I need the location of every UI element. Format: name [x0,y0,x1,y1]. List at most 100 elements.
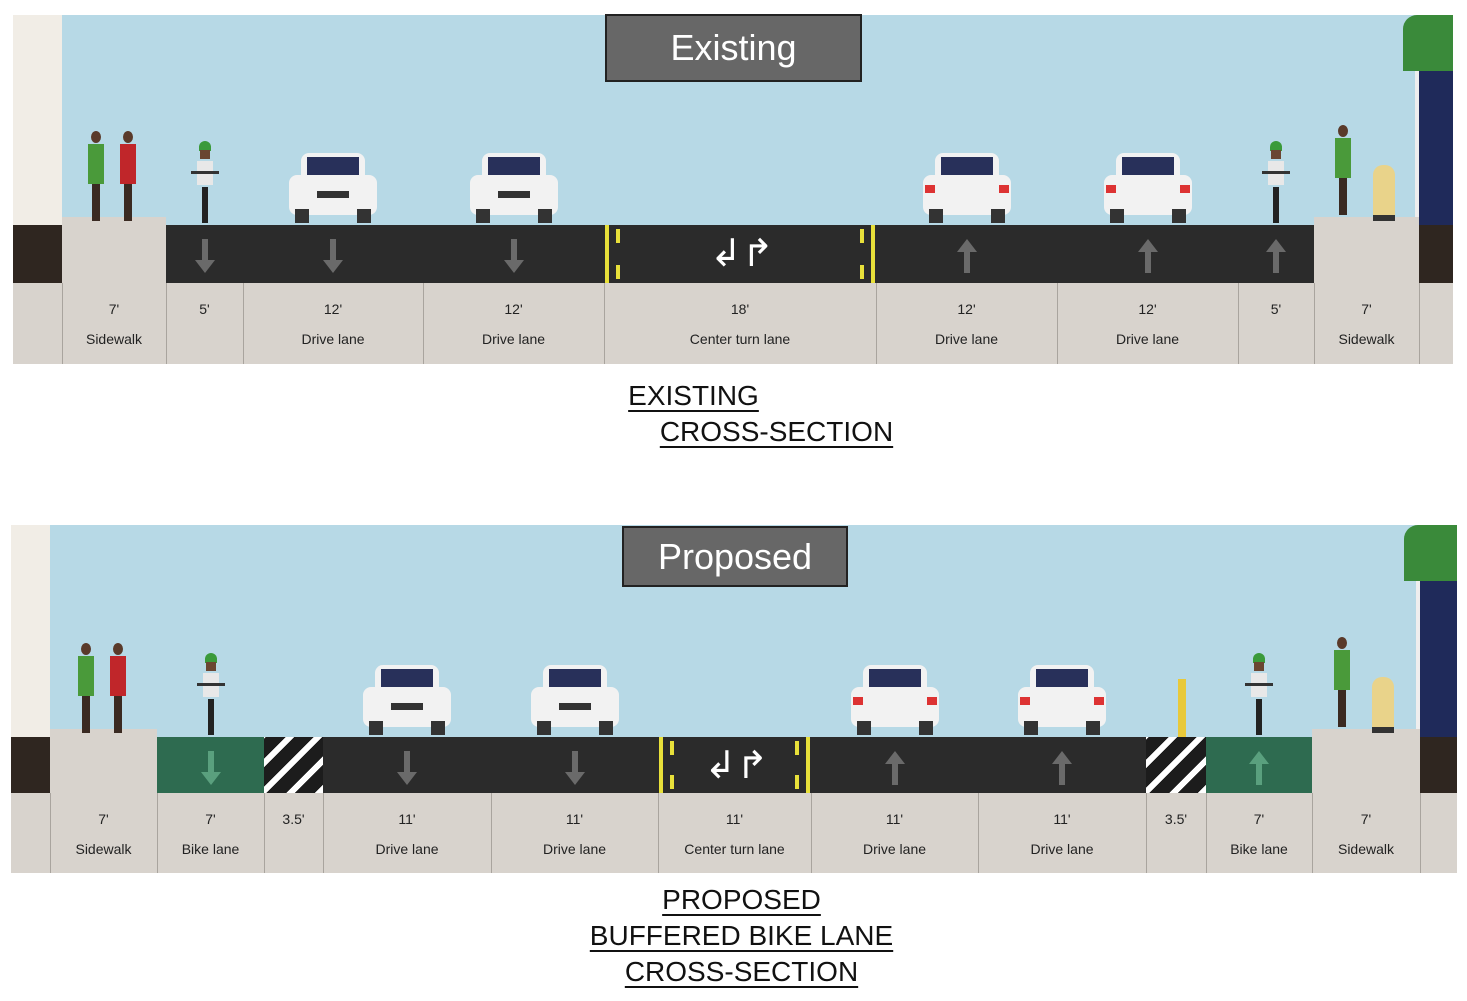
cyclist-icon [1245,653,1273,735]
center-line [871,225,875,283]
handlebar [196,683,225,686]
segment-divider [876,283,877,364]
center-line-dashed [616,265,620,279]
car-rear [922,151,1011,223]
car-wheel [1024,721,1038,735]
building-left [13,15,62,225]
center-line-dashed [616,229,620,243]
arrow-head [200,772,221,785]
segment-bike-up: 5' [1238,15,1314,364]
arrow-head [1137,239,1158,252]
segment-width: 7' [108,301,120,317]
person-head [1337,637,1347,649]
tail-light [1020,697,1030,705]
pedestrian-icon [109,643,126,733]
car-wheel [369,721,383,735]
segment-drive-down: 11'Drive lane [491,525,658,873]
segment-divider [166,283,167,364]
segment-drive-up: 11'Drive lane [978,525,1146,873]
lane-surface [264,737,323,793]
segment-width: 12' [957,301,976,317]
arrow-head [323,260,343,273]
segment-divider [423,283,424,364]
caption-text: CROSS-SECTION [659,416,894,447]
tail-light [1105,185,1116,193]
tail-light [1179,185,1190,193]
center-line-dashed [670,775,674,789]
segment-divider [50,793,51,873]
segment-width: 11' [398,811,416,827]
car-body [850,687,939,727]
car-body [1018,687,1106,727]
segment-label: Drive lane [1030,841,1094,857]
lane-arrow-up-icon [1052,751,1072,785]
helmet [204,653,217,663]
segment-width: 12' [504,301,523,317]
proposed-caption-line-3: CROSS-SECTION [8,956,1467,988]
segment-width: 3.5' [1164,811,1188,827]
face [1271,150,1281,159]
person-head [91,131,101,143]
person-torso [1334,650,1350,690]
segment-divider [491,793,492,873]
segment-divider [1312,793,1313,873]
car-wheel [475,209,490,223]
arrow-shaft [201,239,208,261]
person-legs [1338,178,1347,215]
handlebar [190,171,219,174]
car-wheel [928,209,943,223]
car-wheel [856,721,871,735]
car-grill [391,703,423,710]
lane-arrow-up-icon [884,751,905,785]
cyclist-icon [196,653,225,735]
segment-divider [658,793,659,873]
lane-surface [50,729,157,793]
person-head [80,643,91,655]
person-torso [1334,138,1351,178]
arrow-head [884,751,905,764]
arrow-head [397,772,417,785]
handlebar [1245,683,1273,686]
handlebar [1262,171,1290,174]
awning [1403,15,1453,71]
lane-surface [1146,737,1206,793]
lane-surface [1312,729,1420,793]
segment-label: Bike lane [181,841,240,857]
person-head [1337,125,1348,137]
existing-caption-line-1: EXISTING [0,380,1427,412]
car-front [289,151,377,223]
tail-light [1094,697,1104,705]
segment-label: Center turn lane [684,841,785,857]
caption-text: PROPOSED [662,884,821,915]
caption-text: EXISTING [628,380,759,411]
car-windshield [940,157,993,175]
segment-divider [1238,283,1239,364]
segment-bike-down: 5' [166,15,243,364]
segment-label: Drive lane [862,841,927,857]
cyclist-icon [190,141,219,223]
car-grill [558,703,591,710]
arrow-shaft [963,251,970,273]
center-line-dashed [795,775,799,789]
face [1254,662,1264,671]
segment-divider [1420,793,1421,873]
segment-sidewalk: 7'Sidewalk [50,525,157,873]
building-right [1415,71,1453,225]
segment-drive-up: 12'Drive lane [1057,15,1238,364]
car-windshield [381,669,433,687]
label-strip [11,793,1457,873]
segment-label: Sidewalk [1337,841,1395,857]
arrow-head [503,260,524,273]
lane-arrow-down-icon [200,751,221,785]
lane-arrow-up-icon [1249,751,1269,785]
segment-divider [62,283,63,364]
arrow-shaft [1256,763,1262,785]
car-rear [1103,151,1192,223]
segment-width: 5' [199,301,210,317]
car-wheel [990,209,1005,223]
wheel [1273,187,1279,223]
segment-greenbike-down: 7'Bike lane [157,525,264,873]
helmet [1253,653,1265,663]
building-right-base [1420,737,1457,793]
segment-drive-down: 11'Drive lane [323,525,491,873]
